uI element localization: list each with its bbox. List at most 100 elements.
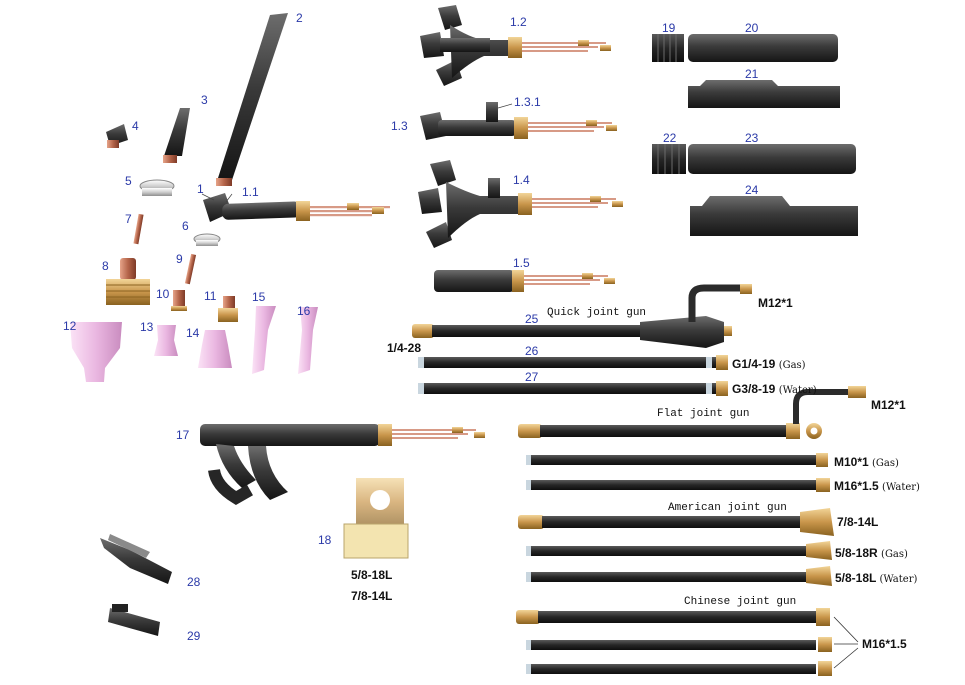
part-number-3: 3	[201, 93, 208, 107]
adapter-label-b: 7/8-14L	[351, 589, 393, 603]
thread-label-flat-top: M12*1	[871, 398, 906, 412]
part-number-1: 1	[197, 182, 204, 196]
grip-ring-22	[652, 144, 686, 174]
collet-body-10	[171, 290, 187, 311]
handle-1-4	[418, 160, 623, 248]
part-number-6: 6	[182, 219, 189, 233]
part-number-1-5: 1.5	[513, 256, 530, 270]
thread-g14-value: G1/4-19	[732, 357, 776, 371]
part-number-1-3-1: 1.3.1	[514, 95, 541, 109]
adapter-18	[343, 478, 409, 559]
thread-label-58-18l: 5/8-18L (Water)	[835, 571, 917, 585]
flat-gas-hose	[526, 453, 828, 467]
part-number-12: 12	[63, 319, 77, 333]
chinese-joint-cable	[516, 608, 830, 626]
nozzle-12	[70, 322, 122, 382]
thread-label-78-14l: 7/8-14L	[837, 515, 879, 529]
thread-58r-note: (Gas)	[881, 549, 908, 560]
chinese-gas-hose	[526, 637, 832, 652]
part-number-1-2: 1.2	[510, 15, 527, 29]
part-number-22: 22	[663, 131, 677, 145]
thread-m10-value: M10*1	[834, 455, 869, 469]
part-number-1-3: 1.3	[391, 119, 408, 133]
cable-assembly-17	[200, 424, 485, 505]
caption-flat-joint: Flat joint gun	[657, 408, 750, 420]
american-gas-hose	[526, 541, 832, 560]
part-number-4: 4	[132, 119, 139, 133]
handle-1-5	[434, 270, 615, 292]
part-number-27: 27	[525, 370, 539, 384]
nozzle-14	[198, 330, 232, 368]
collet-body-8	[106, 258, 150, 305]
part-number-19: 19	[662, 21, 676, 35]
water-hose-27	[418, 381, 728, 396]
thread-label-quick-top: M12*1	[758, 296, 793, 310]
insulator-5	[139, 179, 175, 196]
handle-grip-21	[688, 80, 840, 108]
handle-1-3	[420, 102, 617, 140]
nozzle-15	[252, 306, 276, 374]
gas-hose-26	[418, 355, 728, 370]
quick-joint-cable-25	[412, 284, 752, 348]
torch-head-1	[203, 193, 390, 222]
back-cap-short-4	[106, 124, 128, 148]
part-number-23: 23	[745, 131, 759, 145]
thread-g14-note: (Gas)	[778, 360, 806, 371]
part-number-8: 8	[102, 259, 109, 273]
part-number-11: 11	[204, 289, 217, 303]
handle-1-2	[420, 5, 611, 86]
flat-water-hose	[526, 478, 830, 492]
thread-m16-flat-note: (Water)	[882, 482, 920, 493]
leader-lines	[201, 103, 513, 203]
switch-28	[100, 534, 172, 584]
part-number-28: 28	[187, 575, 201, 589]
part-number-1-4: 1.4	[513, 173, 530, 187]
insulator-6	[193, 233, 221, 246]
m16-leader-lines	[833, 616, 859, 669]
part-number-2: 2	[296, 11, 303, 25]
part-number-9: 9	[176, 252, 183, 266]
part-number-14: 14	[186, 326, 200, 340]
back-cap-long-2	[216, 13, 288, 186]
chinese-water-hose	[526, 661, 832, 676]
caption-chinese-joint: Chinese joint gun	[684, 596, 797, 608]
part-number-1-1: 1.1	[242, 185, 259, 199]
part-number-16: 16	[297, 304, 311, 318]
thread-58l-note: (Water)	[879, 574, 918, 585]
thread-label-m16-flat: M16*1.5 (Water)	[834, 479, 920, 493]
nozzle-13	[154, 325, 178, 356]
back-cap-medium-3	[163, 108, 190, 163]
part-number-5: 5	[125, 174, 132, 188]
grip-ring-19	[652, 34, 684, 62]
part-number-17: 17	[176, 428, 190, 442]
thread-label-m16-chinese: M16*1.5	[862, 637, 907, 651]
caption-quick-joint: Quick joint gun	[547, 307, 647, 319]
thread-m16-flat-value: M16*1.5	[834, 479, 879, 493]
part-number-24: 24	[745, 183, 759, 197]
part-number-18: 18	[318, 533, 332, 547]
thread-m10-note: (Gas)	[872, 458, 899, 469]
collet-9	[184, 253, 197, 285]
american-joint-cable	[518, 508, 834, 536]
collet-7	[133, 213, 144, 245]
thread-label-58-18r: 5/8-18R (Gas)	[835, 546, 908, 560]
part-number-15: 15	[252, 290, 266, 304]
collet-body-11	[218, 296, 238, 322]
part-number-25: 25	[525, 312, 539, 326]
nozzle-16	[298, 307, 318, 374]
thread-58r-value: 5/8-18R	[835, 546, 878, 560]
handle-grip-23	[688, 144, 856, 174]
american-water-hose	[526, 566, 832, 586]
handle-grip-20	[688, 34, 838, 62]
thread-58l-value: 5/8-18L	[835, 571, 877, 585]
adapter-label-a: 5/8-18L	[351, 568, 393, 582]
part-number-29: 29	[187, 629, 201, 643]
thread-label-m10: M10*1 (Gas)	[834, 455, 899, 469]
flat-joint-cable	[518, 386, 866, 439]
part-number-26: 26	[525, 344, 539, 358]
thread-g38-note: (Water)	[778, 385, 817, 396]
part-number-10: 10	[156, 287, 170, 301]
caption-american-joint: American joint gun	[668, 502, 787, 514]
thread-g38-value: G3/8-19	[732, 382, 776, 396]
